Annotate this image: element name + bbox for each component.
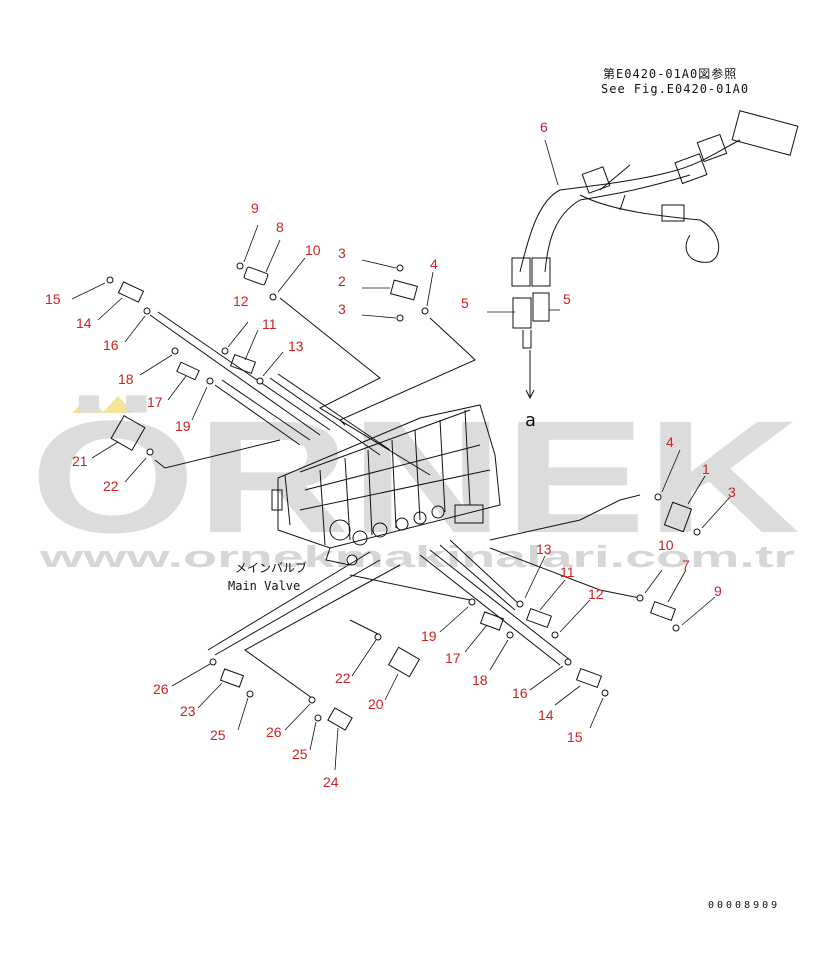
callout: 18 (118, 371, 134, 387)
fitting-8 (243, 266, 269, 286)
callout: 22 (103, 478, 119, 494)
fitting-1 (663, 501, 693, 533)
fitting-21 (110, 415, 146, 451)
wiring-harness (511, 110, 799, 400)
callout: 22 (335, 670, 351, 686)
arrow-label-a: a (525, 410, 536, 431)
main-valve-body (271, 404, 501, 566)
callout: 12 (233, 293, 249, 309)
callout: 3 (338, 301, 346, 317)
callout: 16 (103, 337, 119, 353)
fitting-24 (327, 707, 353, 731)
callout: 3 (728, 484, 736, 500)
watermark: ÖRNEK www.ornekmakinalari.com.tr (30, 387, 800, 574)
callout: 17 (445, 650, 461, 666)
callout: 15 (567, 729, 583, 745)
callout: 5 (461, 295, 469, 311)
callout: 25 (292, 746, 308, 762)
fitting-11-bottom (525, 607, 553, 629)
reference-note-en: See Fig.E0420-01A0 (601, 82, 750, 96)
callout: 5 (563, 291, 571, 307)
callout: 21 (72, 453, 88, 469)
callout: 13 (536, 541, 552, 557)
leader-lines (71, 139, 731, 771)
callout: 2 (338, 273, 346, 289)
callout: 6 (540, 119, 548, 135)
callout: 16 (512, 685, 528, 701)
fitting-23 (219, 668, 245, 688)
callout: 10 (658, 537, 674, 553)
callout: 24 (323, 774, 339, 790)
callout: 14 (538, 707, 554, 723)
watermark-brand: ÖRNEK (30, 387, 800, 566)
callout-numbers: 9 8 10 3 2 3 4 15 14 16 12 11 13 18 17 1… (45, 119, 736, 790)
callout: 9 (251, 200, 259, 216)
callout: 13 (288, 338, 304, 354)
watermark-accent-left (72, 396, 104, 413)
watermark-url: www.ornekmakinalari.com.tr (38, 539, 795, 574)
callout: 20 (368, 696, 384, 712)
fitting-14-bottom (575, 667, 603, 689)
fitting-11-top (229, 353, 257, 375)
watermark-accent-right (102, 396, 134, 413)
main-valve-label-jp: メインバルブ (235, 560, 307, 575)
reference-note-jp: 第E0420-01A0図参照 (603, 67, 738, 81)
callout: 10 (305, 242, 321, 258)
drawing-number: 00008909 (708, 900, 781, 911)
callout: 17 (147, 394, 163, 410)
seals (106, 262, 701, 722)
callout: 9 (714, 583, 722, 599)
callout: 11 (262, 316, 277, 332)
fitting-17-bottom (479, 611, 505, 631)
callout: 18 (472, 672, 488, 688)
fitting-2 (389, 279, 419, 301)
callout: 7 (682, 557, 690, 573)
fitting-17-top (176, 361, 200, 381)
callout: 3 (338, 245, 346, 261)
callout: 26 (153, 681, 169, 697)
main-valve-label-en: Main Valve (228, 579, 300, 593)
fitting-14-top (117, 281, 145, 303)
fitting-7 (649, 600, 677, 622)
callout: 19 (421, 628, 437, 644)
fitting-20 (387, 646, 421, 678)
callout: 25 (210, 727, 226, 743)
callout: 1 (702, 461, 710, 477)
callout: 4 (430, 256, 438, 272)
callout: 4 (666, 434, 674, 450)
pipe-lines (149, 297, 641, 699)
callout: 12 (588, 586, 604, 602)
callout: 8 (276, 219, 284, 235)
callout: 11 (560, 564, 575, 580)
fittings (110, 266, 693, 731)
callout: 26 (266, 724, 282, 740)
callout: 14 (76, 315, 92, 331)
callout: 23 (180, 703, 196, 719)
callout: 19 (175, 418, 191, 434)
callout: 15 (45, 291, 61, 307)
